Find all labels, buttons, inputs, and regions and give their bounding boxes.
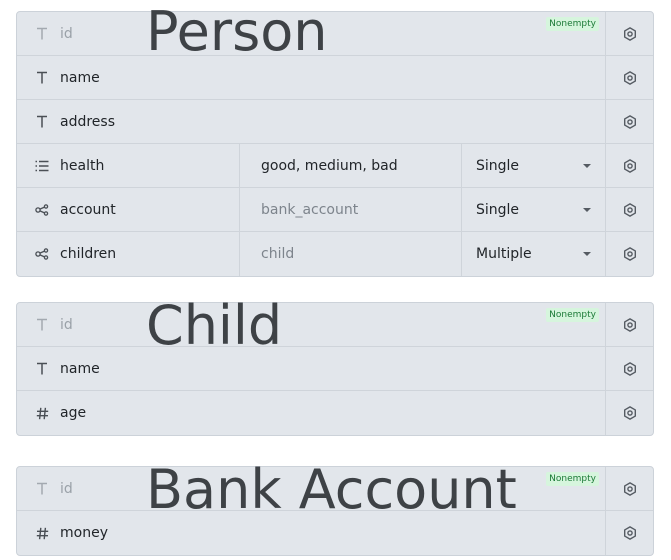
field-name: children	[60, 246, 117, 262]
gear-icon	[623, 26, 636, 41]
field-settings-button[interactable]	[605, 100, 653, 143]
cardinality-value: Single	[476, 157, 520, 174]
field-name: name	[60, 69, 100, 86]
field-row-id[interactable]: id Nonempty	[17, 467, 653, 511]
nonempty-badge: Nonempty	[546, 308, 599, 322]
cardinality-select[interactable]: Single	[461, 188, 607, 231]
field-row-money[interactable]: money	[17, 511, 653, 555]
gear-icon	[623, 158, 636, 173]
field-settings-button[interactable]	[605, 232, 653, 276]
field-settings-button[interactable]	[605, 467, 653, 510]
entity-card-person: id Nonempty name address health good, me…	[16, 11, 654, 277]
entity-card-child: id Nonempty name age	[16, 302, 654, 436]
field-name: id	[60, 25, 73, 42]
field-settings-button[interactable]	[605, 347, 653, 390]
field-row-children[interactable]: children child Multiple	[17, 232, 653, 276]
field-name: id	[60, 480, 73, 497]
list-type-icon	[33, 144, 51, 187]
field-row-health[interactable]: health good, medium, bad Single	[17, 144, 653, 188]
text-type-icon	[33, 12, 51, 55]
number-type-icon	[33, 391, 51, 435]
nonempty-badge: Nonempty	[546, 17, 599, 31]
target-entity-input[interactable]: bank_account	[239, 188, 461, 231]
text-type-icon	[33, 467, 51, 510]
cardinality-select[interactable]: Multiple	[461, 232, 607, 276]
number-type-icon	[33, 511, 51, 555]
cardinality-value: Single	[476, 201, 520, 218]
gear-icon	[623, 202, 636, 217]
field-settings-button[interactable]	[605, 188, 653, 231]
field-row-name[interactable]: name	[17, 347, 653, 391]
field-name: health	[60, 157, 105, 174]
field-name: name	[60, 360, 100, 377]
cardinality-select[interactable]: Single	[461, 144, 607, 187]
nonempty-badge: Nonempty	[546, 472, 599, 486]
relation-type-icon	[33, 232, 51, 276]
relation-type-icon	[33, 188, 51, 231]
chevron-down-icon	[583, 163, 591, 168]
field-row-name[interactable]: name	[17, 56, 653, 100]
chevron-down-icon	[583, 207, 591, 212]
field-settings-button[interactable]	[605, 56, 653, 99]
field-name: money	[60, 525, 108, 541]
field-row-id[interactable]: id Nonempty	[17, 12, 653, 56]
field-settings-button[interactable]	[605, 511, 653, 555]
field-name: account	[60, 201, 116, 218]
text-type-icon	[33, 56, 51, 99]
text-type-icon	[33, 100, 51, 143]
field-settings-button[interactable]	[605, 12, 653, 55]
field-settings-button[interactable]	[605, 303, 653, 346]
gear-icon	[623, 70, 636, 85]
entity-card-bank-account: id Nonempty money	[16, 466, 654, 556]
field-name: address	[60, 113, 116, 130]
target-entity-input[interactable]: child	[239, 232, 461, 276]
field-name: age	[60, 405, 87, 421]
gear-icon	[623, 526, 636, 540]
field-row-age[interactable]: age	[17, 391, 653, 435]
chevron-down-icon	[583, 252, 591, 256]
text-type-icon	[33, 347, 51, 390]
field-row-account[interactable]: account bank_account Single	[17, 188, 653, 232]
field-settings-button[interactable]	[605, 391, 653, 435]
field-name: id	[60, 316, 73, 333]
text-type-icon	[33, 303, 51, 346]
cardinality-value: Multiple	[476, 246, 532, 262]
gear-icon	[623, 481, 636, 496]
options-input[interactable]: good, medium, bad	[239, 144, 461, 187]
gear-icon	[623, 247, 636, 261]
field-settings-button[interactable]	[605, 144, 653, 187]
gear-icon	[623, 361, 636, 376]
gear-icon	[623, 317, 636, 332]
gear-icon	[623, 114, 636, 129]
field-row-id[interactable]: id Nonempty	[17, 303, 653, 347]
gear-icon	[623, 406, 636, 420]
field-row-address[interactable]: address	[17, 100, 653, 144]
